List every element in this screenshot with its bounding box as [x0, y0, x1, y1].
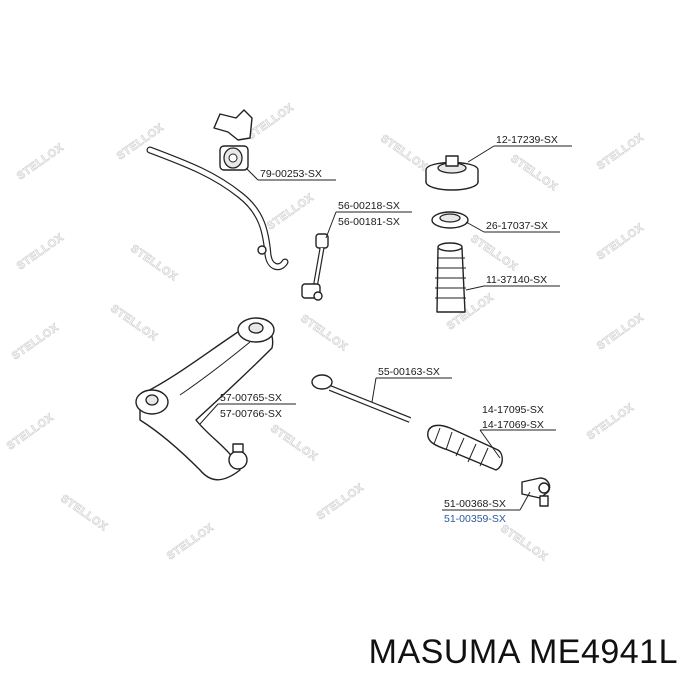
outer-tie-rod-end — [521, 477, 551, 507]
part-label: 55-00163-SX — [378, 366, 440, 378]
part-label-highlighted: 51-00359-SX — [444, 513, 506, 525]
watermark: STELLOX — [5, 411, 56, 452]
watermark: STELLOX — [298, 313, 349, 354]
watermark: STELLOX — [10, 321, 61, 362]
watermark: STELLOX — [268, 423, 319, 464]
watermark: STELLOX — [15, 141, 66, 182]
watermark-layer: STELLOX STELLOX STELLOX STELLOX STELLOX … — [4, 101, 646, 564]
strut-top-mount — [425, 155, 479, 191]
part-label: 12-17239-SX — [496, 134, 558, 146]
part-label: 57-00766-SX — [220, 408, 282, 420]
watermark: STELLOX — [245, 101, 296, 142]
product-caption: MASUMA ME4941L — [368, 633, 678, 671]
strut-dust-boot — [435, 242, 466, 313]
watermark: STELLOX — [508, 153, 559, 194]
part-label: 79-00253-SX — [260, 168, 322, 180]
stabilizer-bar — [146, 146, 289, 271]
watermark: STELLOX — [265, 191, 316, 232]
stabilizer-bushing — [213, 109, 253, 171]
watermark: STELLOX — [378, 133, 429, 174]
part-labels: 12-17239-SX 79-00253-SX 56-00218-SX 56-0… — [220, 134, 558, 525]
watermark: STELLOX — [468, 233, 519, 274]
watermark: STELLOX — [595, 311, 646, 352]
part-label: 57-00765-SX — [220, 392, 282, 404]
watermark: STELLOX — [165, 521, 216, 562]
strut-bearing — [431, 211, 469, 229]
watermark: STELLOX — [595, 221, 646, 262]
part-label: 26-17037-SX — [486, 220, 548, 232]
watermark: STELLOX — [15, 231, 66, 272]
watermark: STELLOX — [585, 401, 636, 442]
part-label: 56-00181-SX — [338, 216, 400, 228]
watermark: STELLOX — [128, 243, 179, 284]
steering-rack-boot — [427, 424, 503, 471]
inner-tie-rod — [311, 374, 412, 423]
suspension-parts-diagram: STELLOX STELLOX STELLOX STELLOX STELLOX … — [4, 101, 646, 564]
watermark: STELLOX — [595, 131, 646, 172]
watermark: STELLOX — [315, 481, 366, 522]
control-arm — [135, 317, 275, 481]
part-label: 51-00368-SX — [444, 498, 506, 510]
watermark: STELLOX — [498, 523, 549, 564]
part-label: 14-17095-SX — [482, 404, 544, 416]
leader-lines — [199, 145, 572, 511]
part-label: 11-37140-SX — [486, 274, 547, 286]
part-label: 56-00218-SX — [338, 200, 400, 212]
watermark: STELLOX — [58, 493, 109, 534]
watermark: STELLOX — [108, 303, 159, 344]
stabilizer-link — [301, 233, 329, 301]
part-label: 14-17069-SX — [482, 419, 544, 431]
